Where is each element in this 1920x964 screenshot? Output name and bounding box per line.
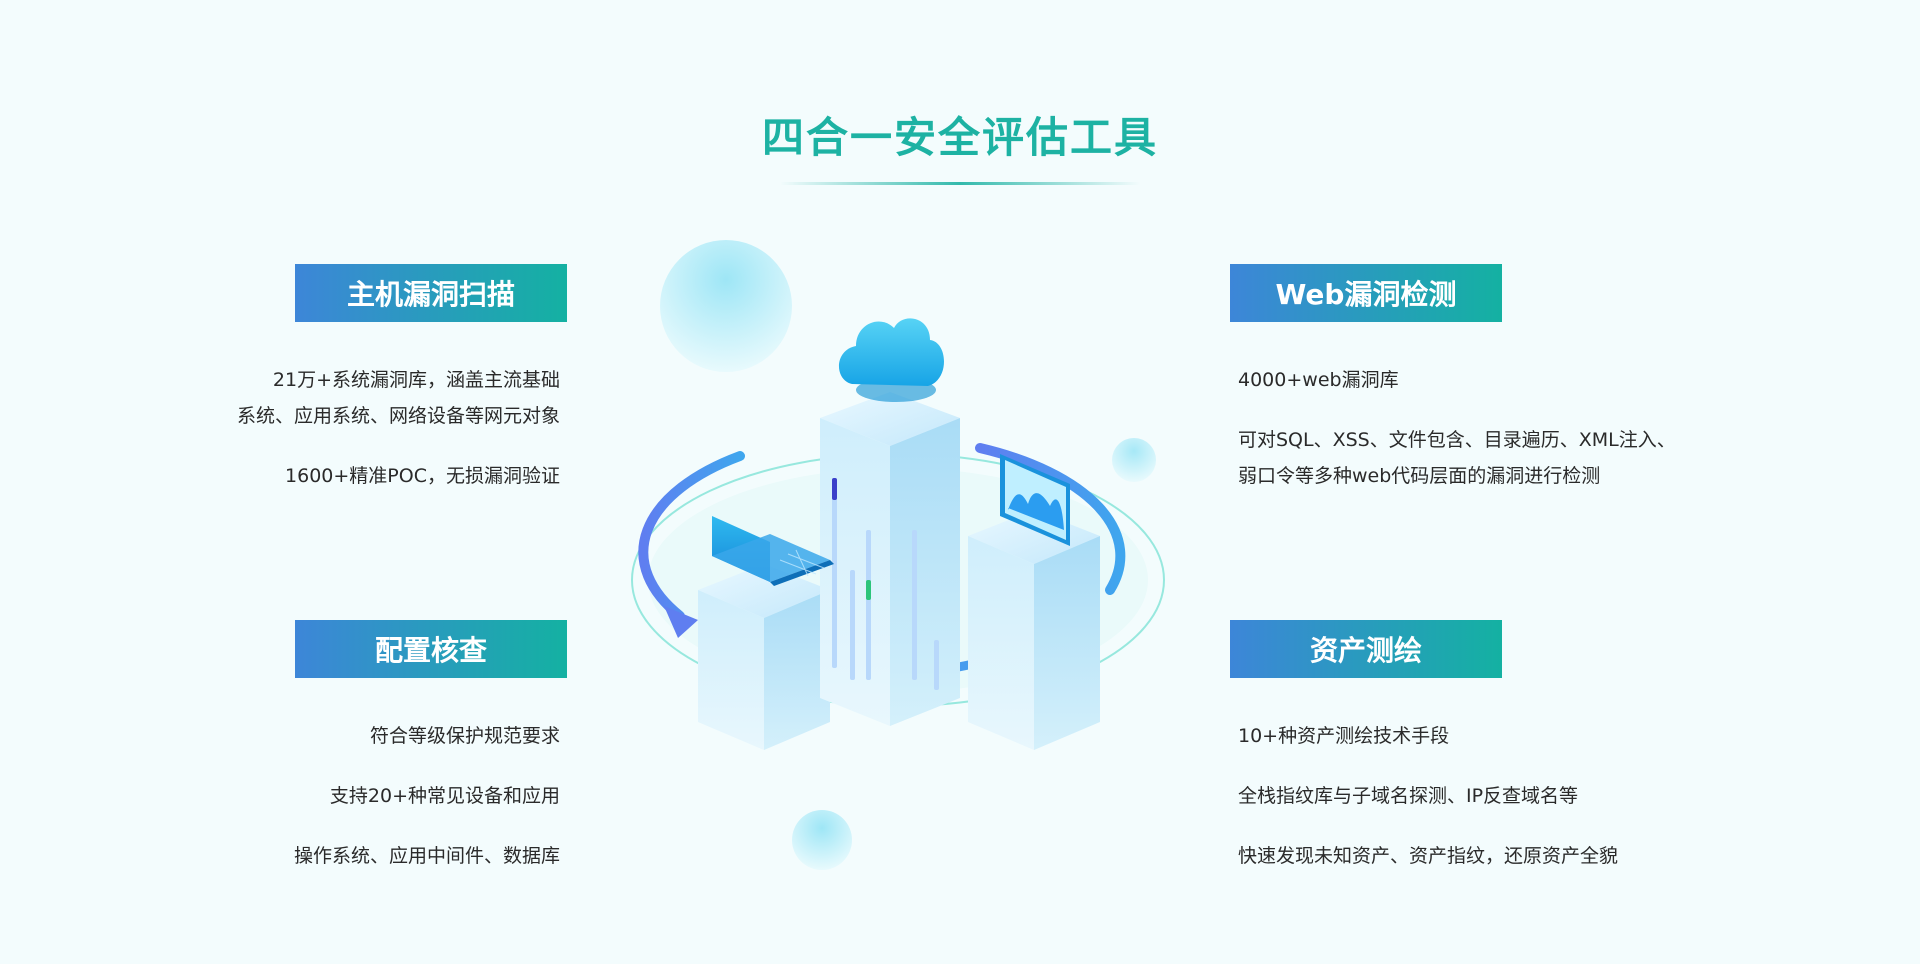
web-line-1: 4000+web漏洞库 bbox=[1238, 369, 1399, 391]
bubble-large bbox=[660, 240, 792, 372]
host-line-3: 1600+精准POC，无损漏洞验证 bbox=[285, 465, 560, 487]
web-line-2: 可对SQL、XSS、文件包含、目录遍历、XML注入、 bbox=[1238, 429, 1676, 451]
section-asset-badge: 资产测绘 bbox=[1230, 620, 1502, 678]
section-web-badge: Web漏洞检测 bbox=[1230, 264, 1502, 322]
chart-monitor-icon bbox=[1000, 454, 1070, 546]
section-host-badge: 主机漏洞扫描 bbox=[295, 264, 567, 322]
asset-line-2: 全栈指纹库与子域名探测、IP反查域名等 bbox=[1238, 785, 1579, 807]
config-line-2: 支持20+种常见设备和应用 bbox=[329, 785, 560, 807]
cloud-icon bbox=[838, 318, 944, 402]
config-line-1: 符合等级保护规范要求 bbox=[369, 725, 560, 747]
config-line-3: 操作系统、应用中间件、数据库 bbox=[293, 845, 560, 867]
page-title: 四合一安全评估工具 bbox=[761, 113, 1158, 162]
bubble-bottom bbox=[792, 810, 852, 870]
title-underline bbox=[780, 182, 1140, 185]
laptop-icon bbox=[712, 516, 834, 586]
section-config-badge: 配置核查 bbox=[295, 620, 567, 678]
security-illustration bbox=[631, 240, 1165, 870]
asset-line-3: 快速发现未知资产、资产指纹，还原资产全貌 bbox=[1238, 845, 1619, 867]
host-line-2: 系统、应用系统、网络设备等网元对象 bbox=[236, 405, 560, 427]
bubble-small bbox=[1112, 438, 1156, 482]
host-line-1: 21万+系统漏洞库，涵盖主流基础 bbox=[272, 369, 560, 391]
web-line-3: 弱口令等多种web代码层面的漏洞进行检测 bbox=[1238, 465, 1601, 487]
asset-line-1: 10+种资产测绘技术手段 bbox=[1238, 725, 1450, 747]
